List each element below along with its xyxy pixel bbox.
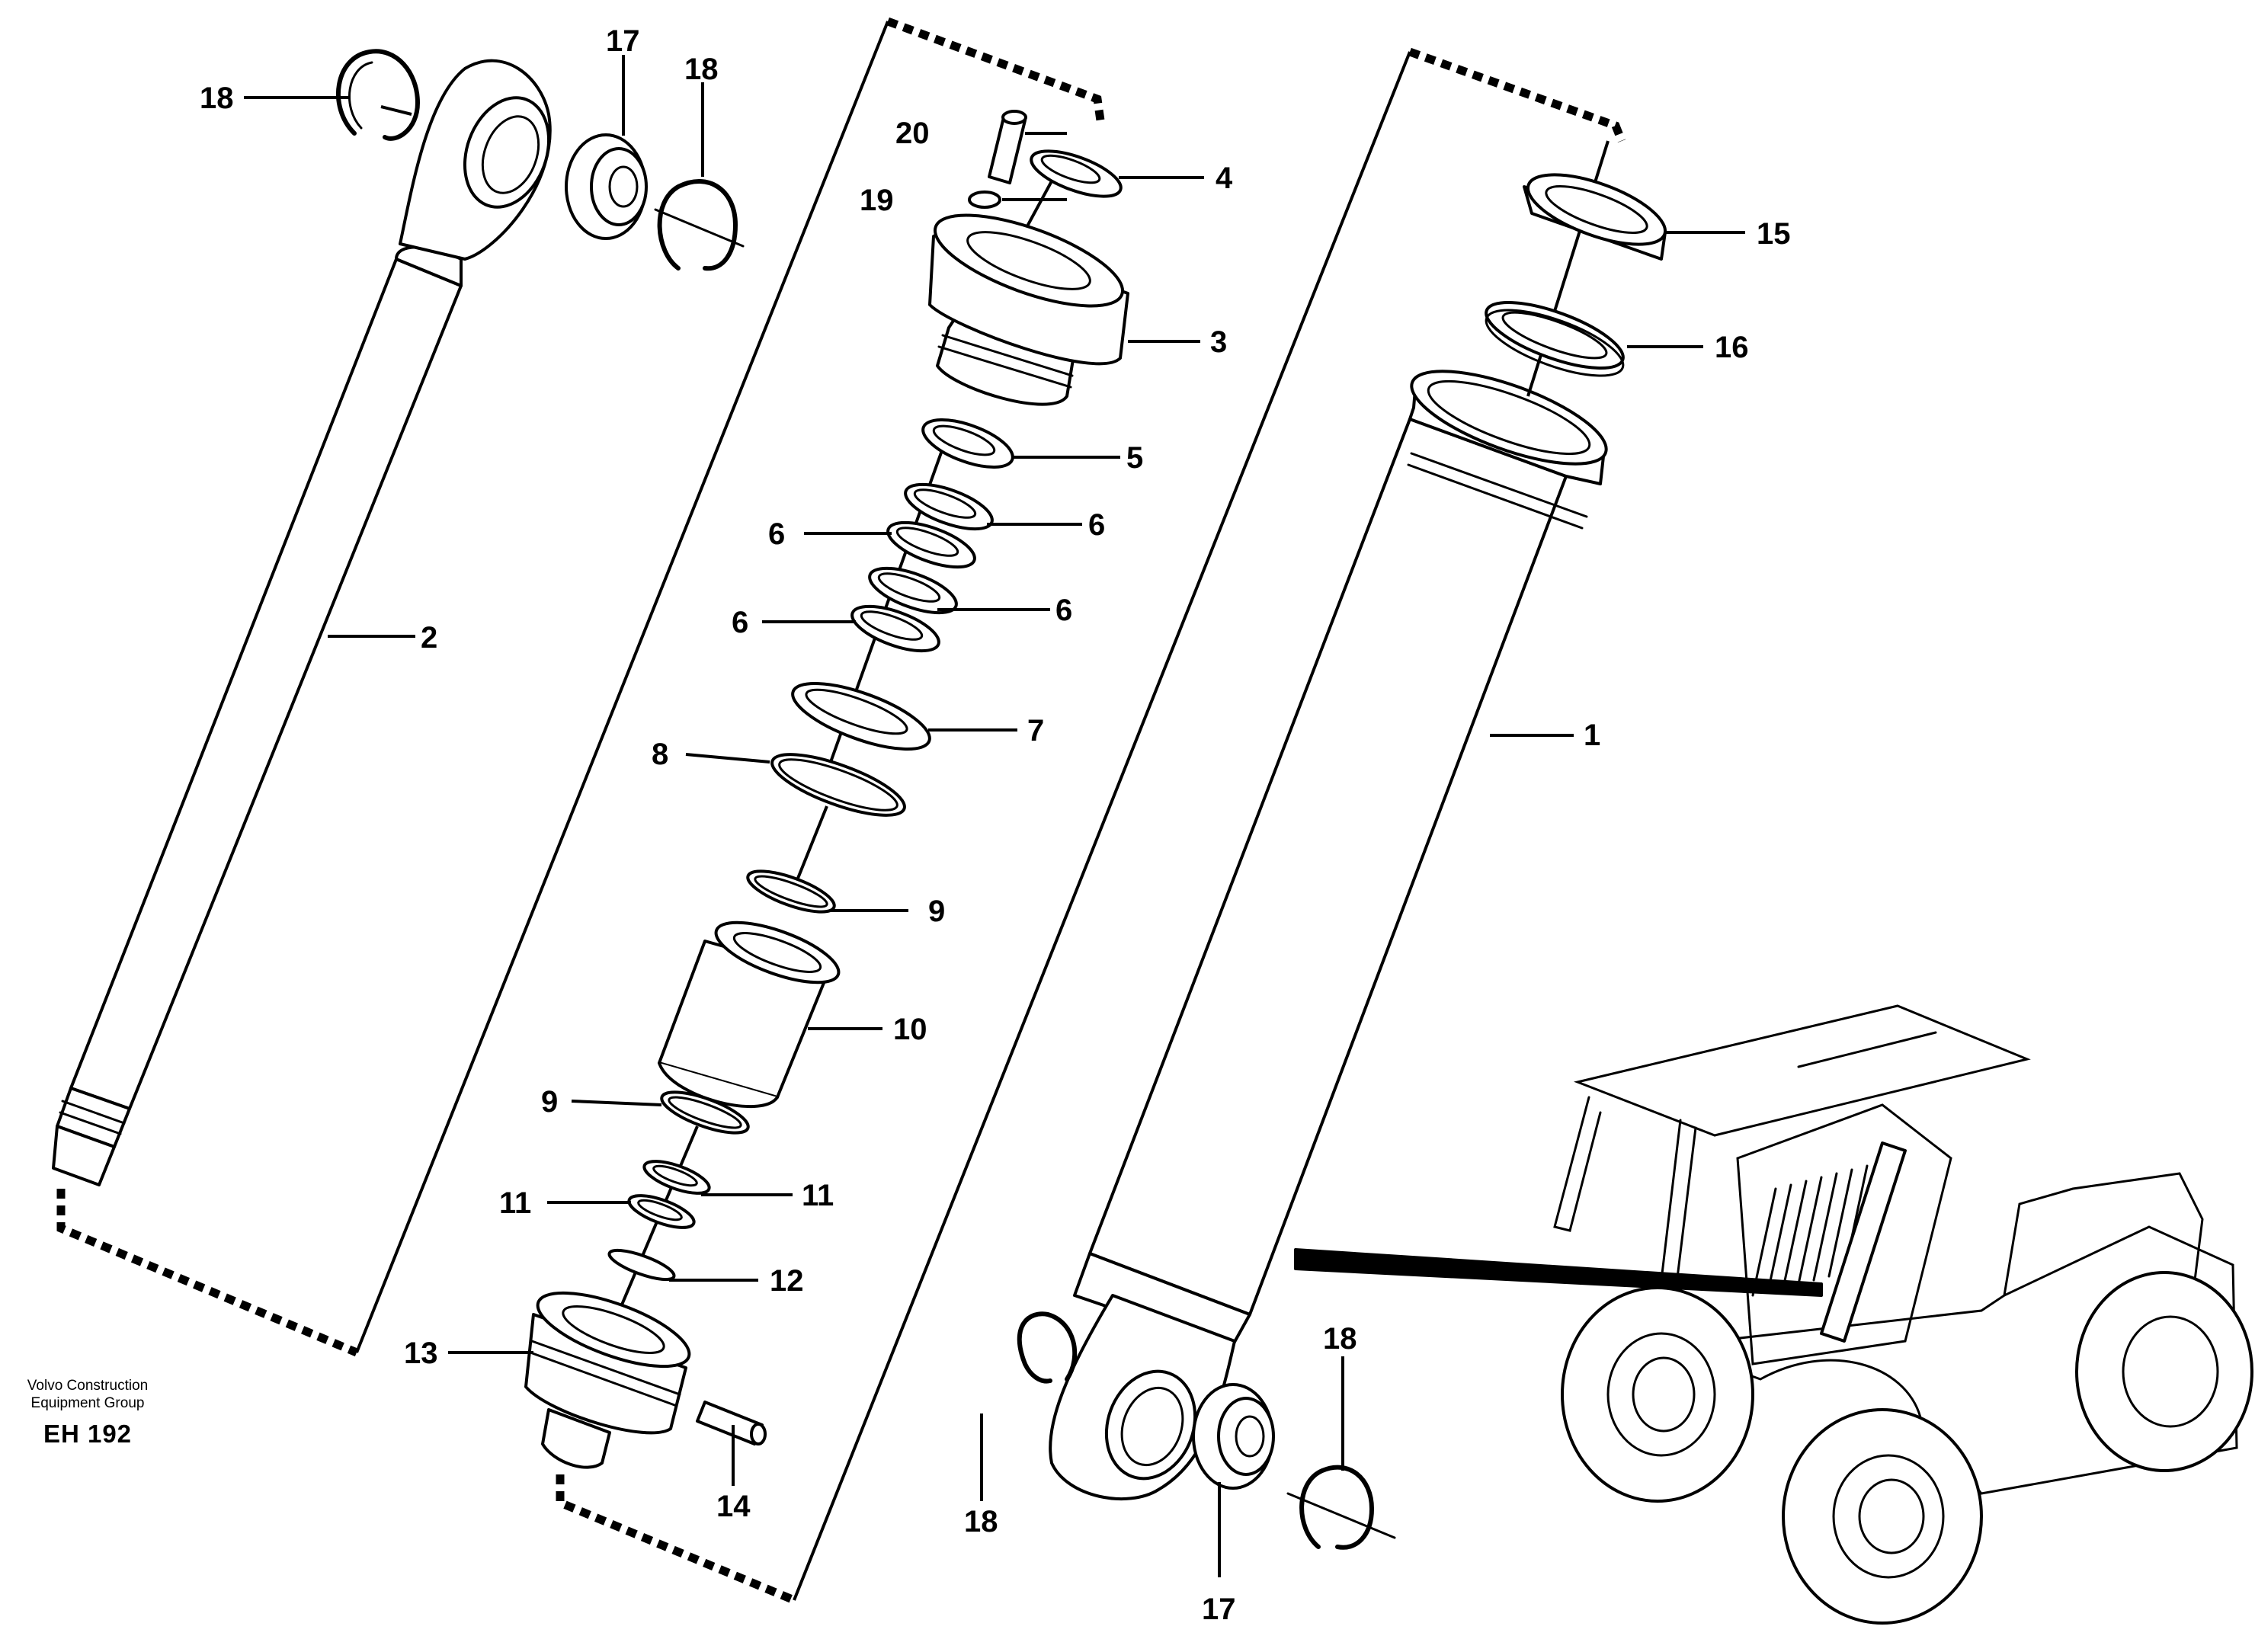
- callout-11-right: 11: [802, 1179, 834, 1212]
- callout-4: 4: [1216, 162, 1233, 195]
- circlip-tube-left: [1017, 1311, 1078, 1384]
- washer: [968, 190, 1001, 209]
- head-group-dashed-bottom: [556, 1474, 796, 1605]
- seal-16: [1485, 300, 1625, 377]
- callout-6-lower-left: 6: [732, 606, 748, 639]
- machine-frame: [1736, 1103, 1952, 1365]
- callout-6-upper-right: 6: [1088, 508, 1105, 542]
- callout-9-lower: 9: [541, 1085, 558, 1119]
- tube-group-dashed-outline: [1408, 47, 1626, 143]
- rod-group-dashed-outline: [56, 1189, 359, 1357]
- machine-boom: [1573, 1004, 2031, 1137]
- seal-5: [921, 418, 1014, 469]
- callout-1: 1: [1584, 719, 1600, 752]
- callout-6-lower-right: 6: [1055, 594, 1072, 627]
- machine-wheel-front: [1561, 1286, 1754, 1503]
- callout-3: 3: [1210, 325, 1227, 359]
- callout-18-tube-left: 18: [964, 1505, 998, 1538]
- machine-inset: [1294, 1004, 2253, 1625]
- screw: [988, 110, 1027, 184]
- callout-16: 16: [1715, 331, 1749, 364]
- backup-ring-upper: [746, 869, 836, 914]
- head-group-dashed-outline: [886, 17, 1105, 121]
- machine-body-outline: [1622, 1225, 2238, 1495]
- circlip-rod-right: [654, 179, 745, 271]
- machine-wheel-far: [2075, 1271, 2253, 1472]
- machine-cab: [2003, 1172, 2204, 1297]
- callout-6-upper-left: 6: [768, 517, 785, 551]
- callout-18-rod-left: 18: [200, 82, 234, 115]
- spherical-bearing-rod: [565, 133, 648, 240]
- callout-17-rod: 17: [606, 24, 640, 58]
- callout-11-left: 11: [499, 1186, 531, 1220]
- seals-11: [627, 1160, 711, 1229]
- callout-5: 5: [1126, 441, 1143, 475]
- wiper-ring: [1030, 149, 1123, 198]
- o-ring-8: [770, 753, 906, 817]
- callout-8: 8: [652, 738, 668, 771]
- guide-rings: [850, 482, 994, 653]
- spherical-bearing-tube: [1192, 1383, 1275, 1490]
- rod-group-boundary: [355, 21, 889, 1353]
- ring-15: [1523, 173, 1667, 261]
- stack-axis-mid: [791, 805, 828, 892]
- cylinder-head: [928, 213, 1129, 406]
- callout-20: 20: [895, 117, 930, 150]
- location-pointer: [1294, 1248, 1823, 1297]
- machine-wheel-rear: [1782, 1408, 1983, 1625]
- callout-7: 7: [1027, 714, 1044, 748]
- callout-10: 10: [893, 1013, 927, 1046]
- figure-code: EH 192: [43, 1420, 133, 1448]
- callout-15: 15: [1757, 217, 1791, 251]
- circlip-rod-left: [336, 49, 421, 141]
- leader-lines: [244, 55, 1745, 1577]
- machine-fork-left: [1553, 1096, 1602, 1232]
- callout-13: 13: [404, 1337, 438, 1370]
- publisher-line-1: Volvo Construction: [27, 1378, 149, 1394]
- publisher-credit: Volvo Construction Equipment Group EH 19…: [0, 1377, 175, 1449]
- callout-19: 19: [860, 184, 894, 217]
- circlip-tube-right: [1286, 1465, 1396, 1550]
- callout-14: 14: [716, 1490, 751, 1523]
- machine-fork-right: [1660, 1119, 1697, 1285]
- callout-18-rod-right: 18: [684, 53, 719, 86]
- publisher-line-2: Equipment Group: [30, 1395, 145, 1411]
- callout-9-upper: 9: [928, 895, 945, 928]
- piston: [524, 1291, 691, 1469]
- head-group-boundary: [793, 51, 1411, 1601]
- piston-rod: [52, 59, 552, 1186]
- backup-ring-lower: [660, 1090, 750, 1135]
- cylinder-tube: [1049, 370, 1608, 1500]
- callout-2: 2: [421, 621, 437, 655]
- seal-7: [791, 681, 931, 751]
- stack-axis-lower: [608, 1125, 699, 1334]
- callouts: 18 17 18 2 20 19 4 3 5 6 6 6 6 7 8 9 10 …: [200, 24, 1791, 1626]
- machine-radiator: [1751, 1164, 1869, 1297]
- machine-highlighted-cylinder: [1820, 1141, 1907, 1343]
- spacer-sleeve: [658, 920, 841, 1109]
- pin-14: [696, 1401, 767, 1446]
- callout-17-tube: 17: [1202, 1593, 1236, 1626]
- o-ring-12: [607, 1248, 676, 1282]
- callout-12: 12: [770, 1264, 804, 1298]
- callout-18-tube-right: 18: [1323, 1322, 1357, 1356]
